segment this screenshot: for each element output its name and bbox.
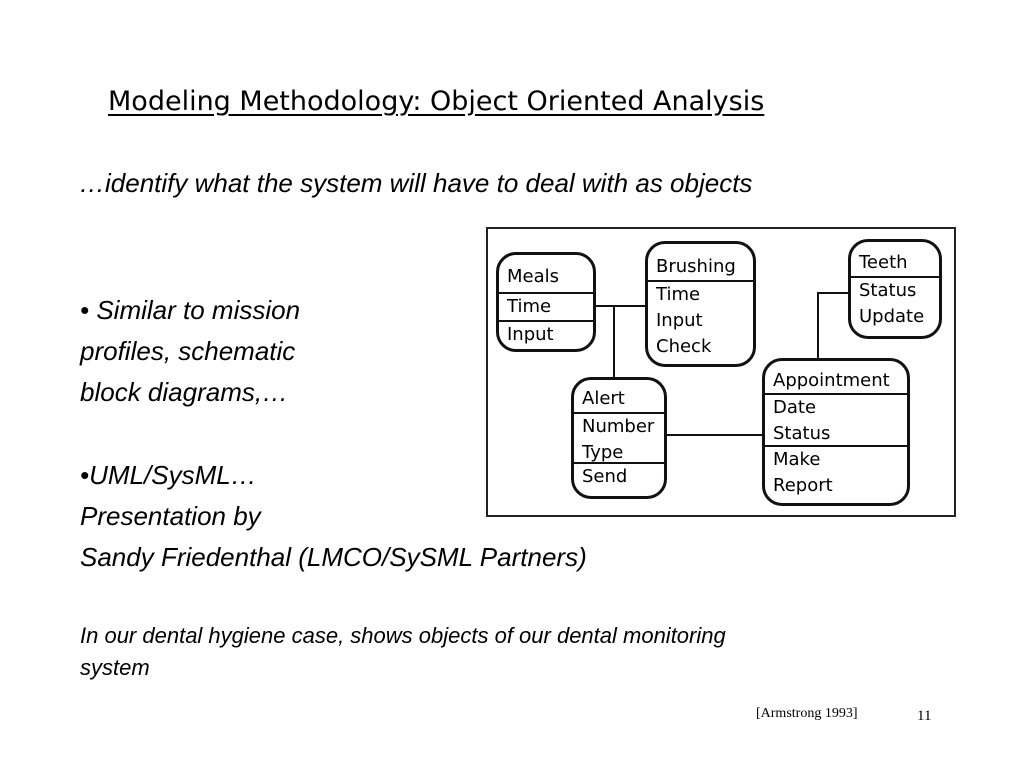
object-attribute: Date bbox=[773, 397, 817, 418]
object-diagram: Meals Time Input Brushing Time Input Che… bbox=[486, 227, 956, 517]
object-attribute: Time bbox=[656, 284, 701, 305]
object-attribute: Status bbox=[765, 421, 907, 447]
bullet-similar-to-mission-profiles: • Similar to mission profiles, schematic… bbox=[80, 290, 300, 413]
slide-title: Modeling Methodology: Object Oriented An… bbox=[108, 86, 765, 117]
object-attribute: Check bbox=[656, 336, 712, 357]
bullet-line: profiles, schematic bbox=[80, 336, 296, 366]
bullet-line: • Similar to mission bbox=[80, 295, 301, 325]
slide-subtitle: …identify what the system will have to d… bbox=[79, 168, 753, 198]
bullet-line: •UML/SysML… bbox=[80, 460, 257, 490]
object-attribute: Update bbox=[859, 306, 925, 327]
citation: [Armstrong 1993] bbox=[756, 706, 858, 721]
object-attribute: Input bbox=[656, 310, 703, 331]
object-name: Teeth bbox=[851, 242, 939, 278]
object-alert: Alert Number Type Send bbox=[571, 377, 667, 499]
object-name: Appointment bbox=[765, 361, 907, 395]
object-attribute: Type bbox=[574, 440, 664, 464]
page-number: 11 bbox=[917, 708, 932, 724]
dental-hygiene-note: In our dental hygiene case, shows object… bbox=[80, 620, 726, 684]
object-attribute: Input bbox=[507, 324, 554, 345]
connector-teeth-appointment bbox=[817, 292, 848, 367]
object-name: Brushing bbox=[648, 244, 753, 282]
object-attribute: Status bbox=[859, 280, 917, 301]
object-operation: Report bbox=[773, 475, 833, 496]
object-meals: Meals Time Input bbox=[496, 252, 596, 352]
object-attribute: Time bbox=[499, 294, 593, 322]
object-teeth: Teeth Status Update bbox=[848, 239, 942, 339]
object-operation: Make bbox=[773, 449, 821, 470]
bullet-uml-sysml: •UML/SysML… Presentation by Sandy Friede… bbox=[80, 455, 587, 578]
bullet-line: block diagrams,… bbox=[80, 377, 289, 407]
note-line: system bbox=[80, 655, 150, 680]
object-name: Alert bbox=[574, 380, 664, 414]
object-brushing: Brushing Time Input Check bbox=[645, 241, 756, 367]
object-name: Meals bbox=[499, 255, 593, 294]
bullet-line: Presentation by bbox=[80, 501, 261, 531]
object-operation: Send bbox=[582, 466, 628, 487]
object-attribute: Number bbox=[582, 416, 655, 437]
object-appointment: Appointment Date Status Make Report bbox=[762, 358, 910, 506]
bullet-line: Sandy Friedenthal (LMCO/SySML Partners) bbox=[80, 542, 587, 572]
note-line: In our dental hygiene case, shows object… bbox=[80, 623, 726, 648]
